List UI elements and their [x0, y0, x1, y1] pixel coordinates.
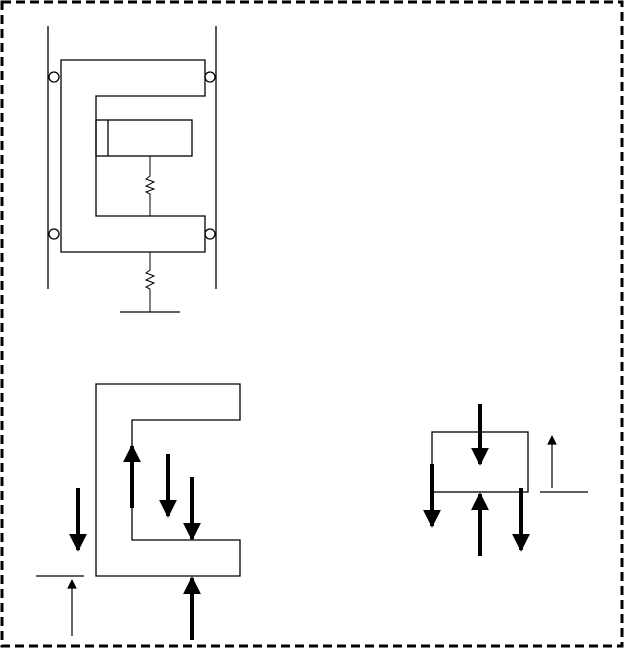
outer-c-frame: [60, 59, 206, 253]
upper-spring: [144, 156, 156, 216]
c-shaped-body-free-body-diagram: [36, 383, 241, 640]
roller-bottom-right: [204, 228, 216, 240]
block-free-body-diagram: [423, 404, 588, 556]
roller-top-right: [204, 71, 216, 83]
lower-spring: [144, 252, 156, 312]
spring-mass-system-schematic: [47, 26, 217, 313]
roller-top-left: [48, 71, 60, 83]
inner-block: [95, 119, 193, 157]
c-shaped-body: [95, 383, 241, 577]
roller-bottom-left: [48, 228, 60, 240]
